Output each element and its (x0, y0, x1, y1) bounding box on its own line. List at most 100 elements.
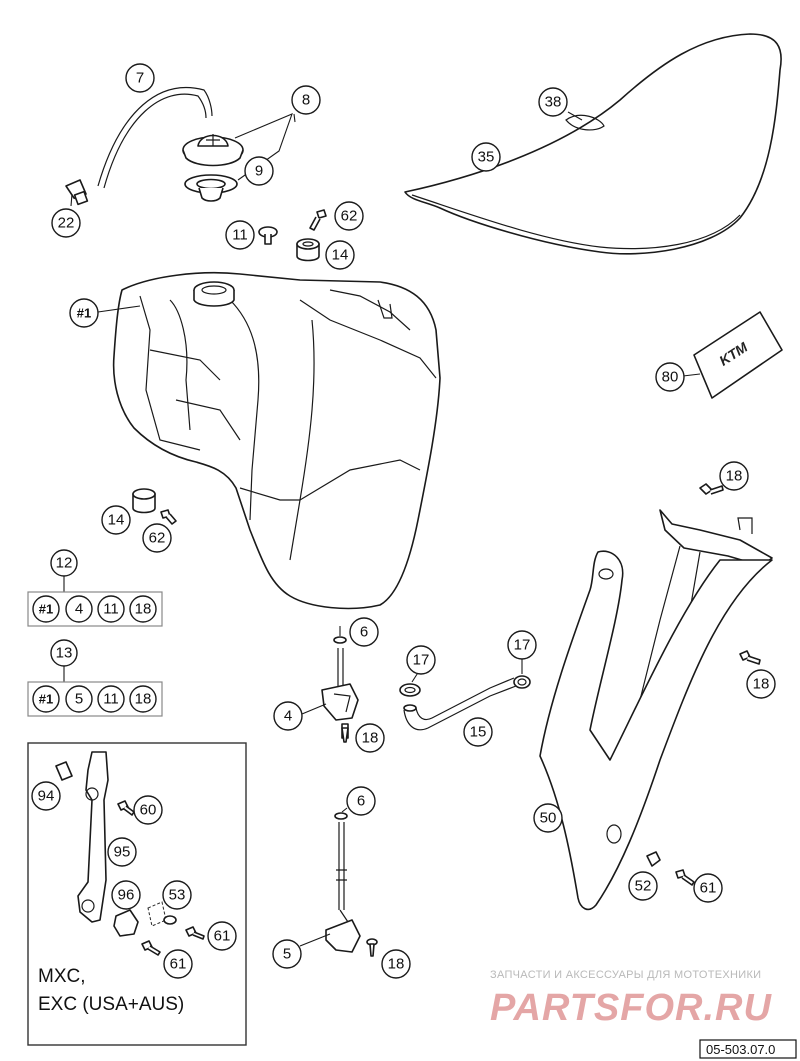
callout-7: 7 (125, 63, 155, 93)
bolt-61-inset-lower-part (141, 940, 161, 956)
callout-14-top: 14 (325, 240, 355, 270)
callout-1: #1 (69, 298, 99, 328)
callout-4: 4 (273, 701, 303, 731)
kit-13-item-3: 11 (97, 685, 125, 713)
bolt-62-top-part (309, 209, 327, 231)
callout-1-label: #1 (77, 306, 91, 321)
bolt-18-bracket-part (699, 483, 724, 495)
callout-6-lower-label: 6 (357, 793, 365, 810)
callout-18-tap5: 18 (381, 949, 411, 979)
callout-94: 94 (31, 781, 61, 811)
cap-gasket-part (184, 174, 238, 202)
callout-18-tap: 18 (355, 723, 385, 753)
watermark: ЗАПЧАСТИ И АКСЕССУАРЫ ДЛЯ МОТОТЕХНИКИ PA… (490, 969, 772, 1029)
kit-13-title: 13 (50, 639, 78, 667)
callout-61-spoiler-label: 61 (700, 880, 717, 897)
callout-53-label: 53 (169, 887, 186, 904)
callout-94-label: 94 (38, 788, 55, 805)
washer-53-part (147, 901, 177, 927)
fuel-hose-15-part (403, 677, 517, 731)
callout-61-inset-upper-label: 61 (214, 928, 231, 945)
callout-80-label: 80 (662, 369, 679, 386)
callout-8-label: 8 (302, 92, 310, 109)
callout-9-label: 9 (255, 163, 263, 180)
callout-22: 22 (51, 208, 81, 238)
fuel-tap-4-part (321, 648, 359, 739)
callout-11: 11 (225, 220, 255, 250)
hose-clamp-17-left-part (399, 683, 421, 697)
tank-cap-part (182, 134, 244, 167)
callout-22-label: 22 (58, 215, 75, 232)
bolt-61-inset-upper-part (185, 926, 205, 940)
bolt-18-spoiler-part (739, 650, 761, 665)
kit-13-item-2: 5 (65, 685, 93, 713)
svg-text:11: 11 (103, 601, 119, 618)
callout-6-upper-label: 6 (360, 624, 368, 641)
callout-62-lower: 62 (142, 523, 172, 553)
callout-15: 15 (463, 717, 493, 747)
callout-18-bracket: 18 (719, 461, 749, 491)
elbow-fitting-part (65, 179, 89, 206)
callout-61-spoiler: 61 (693, 873, 723, 903)
variant-inset-frame (27, 742, 247, 1046)
callout-5: 5 (272, 939, 302, 969)
callout-62-lower-label: 62 (149, 530, 166, 547)
svg-text:#1: #1 (39, 602, 53, 617)
callout-6-upper: 6 (349, 617, 379, 647)
callout-50: 50 (533, 803, 563, 833)
callout-18-spoiler-label: 18 (753, 676, 770, 693)
seat-part (404, 33, 782, 255)
bolt-62-lower-part (160, 509, 177, 525)
callout-95: 95 (107, 837, 137, 867)
callout-61-inset-lower-label: 61 (170, 956, 187, 973)
callout-60: 60 (133, 795, 163, 825)
kit-13-item-4: 18 (129, 685, 157, 713)
callout-61-inset-lower: 61 (163, 949, 193, 979)
vent-hose-part (97, 86, 213, 189)
kit-12-item-4: 18 (129, 595, 157, 623)
callout-38-label: 38 (545, 94, 562, 111)
svg-text:13: 13 (56, 645, 73, 662)
screw-18-tap-part (341, 727, 349, 743)
callout-17-right: 17 (507, 630, 537, 660)
svg-text:18: 18 (135, 691, 152, 708)
callout-53: 53 (162, 880, 192, 910)
svg-text:#1: #1 (39, 692, 53, 707)
callout-18-bracket-label: 18 (726, 468, 743, 485)
callout-96: 96 (111, 880, 141, 910)
kit-12-item-3: 11 (97, 595, 125, 623)
callout-5-label: 5 (283, 946, 291, 963)
watermark-brand: PARTSFOR.RU (490, 987, 772, 1029)
screw-11-part (258, 226, 278, 245)
insert-94-part (55, 761, 73, 781)
kit-13: 13 #1 5 11 18 (27, 639, 163, 717)
callout-62-top-label: 62 (341, 208, 358, 225)
callout-7-label: 7 (136, 70, 144, 87)
callout-14-top-label: 14 (332, 247, 349, 264)
screw-18-tap5-part (366, 938, 378, 957)
mount-bracket-95-part (77, 751, 109, 923)
svg-text:11: 11 (103, 691, 119, 708)
svg-text:12: 12 (56, 555, 73, 572)
variant-label-line2: EXC (USA+AUS) (38, 994, 184, 1015)
callout-96-label: 96 (118, 887, 135, 904)
callout-62-top: 62 (334, 201, 364, 231)
washer-52-part (646, 851, 661, 867)
drawing-code: 05-503.07.0 (699, 1039, 797, 1059)
drawing-code-box (699, 1039, 797, 1059)
callout-11-label: 11 (232, 227, 248, 244)
svg-text:18: 18 (135, 601, 152, 618)
oring-6-lower-part (334, 812, 348, 820)
callout-61-inset-upper: 61 (207, 921, 237, 951)
callout-95-label: 95 (114, 844, 131, 861)
fuel-tank-part (112, 272, 441, 610)
callout-6-lower: 6 (346, 786, 376, 816)
variant-label-line1: MXC, (38, 966, 86, 987)
bolt-60-part (117, 800, 135, 816)
kit-12-item-1: #1 (32, 595, 60, 623)
kit-13-item-1: #1 (32, 685, 60, 713)
callout-38: 38 (538, 87, 568, 117)
rubber-block-96-part (113, 909, 139, 937)
callout-18-spoiler: 18 (746, 669, 776, 699)
